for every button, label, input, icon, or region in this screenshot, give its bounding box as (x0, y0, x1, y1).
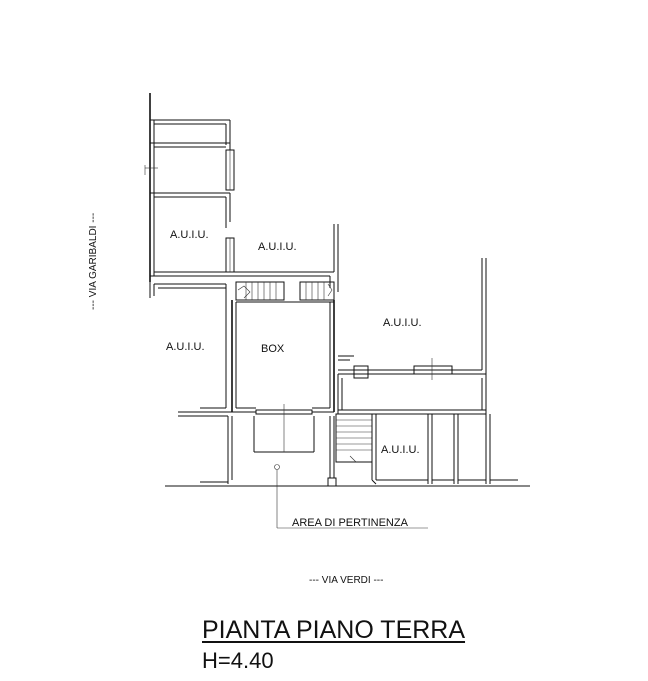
lower-right-block-walls (335, 374, 518, 485)
middle-block-walls (230, 224, 339, 301)
courtyard-walls (165, 416, 530, 487)
area-pertinenza-label: AREA DI PERTINENZA (292, 517, 409, 529)
stairs-left (237, 282, 277, 300)
left-block-walls (144, 93, 235, 298)
right-block-walls (338, 258, 487, 380)
stairs-lower (336, 419, 372, 463)
drawing-height-label: H=4.40 (202, 648, 274, 673)
room-label-auiu-right: A.U.I.U. (383, 317, 422, 329)
street-label-via-verdi: --- VIA VERDI --- (309, 575, 383, 586)
street-label-via-garibaldi: --- VIA GARIBALDI --- (88, 213, 99, 310)
room-label-auiu-middle-left: A.U.I.U. (166, 341, 205, 353)
room-label-auiu-top-left: A.U.I.U. (170, 229, 209, 241)
stairs-right (305, 282, 333, 300)
room-label-auiu-bottom-right: A.U.I.U. (381, 444, 420, 456)
room-label-box: BOX (261, 343, 285, 355)
floor-plan: A.U.I.U. A.U.I.U. A.U.I.U. BOX A.U.I.U. … (88, 93, 530, 586)
room-label-auiu-top-middle: A.U.I.U. (258, 241, 297, 253)
middle-left-block-walls (153, 283, 232, 417)
box-walls (231, 300, 335, 418)
area-pertinenza-leader (276, 470, 428, 529)
drawing-title: PIANTA PIANO TERRA (202, 616, 466, 644)
